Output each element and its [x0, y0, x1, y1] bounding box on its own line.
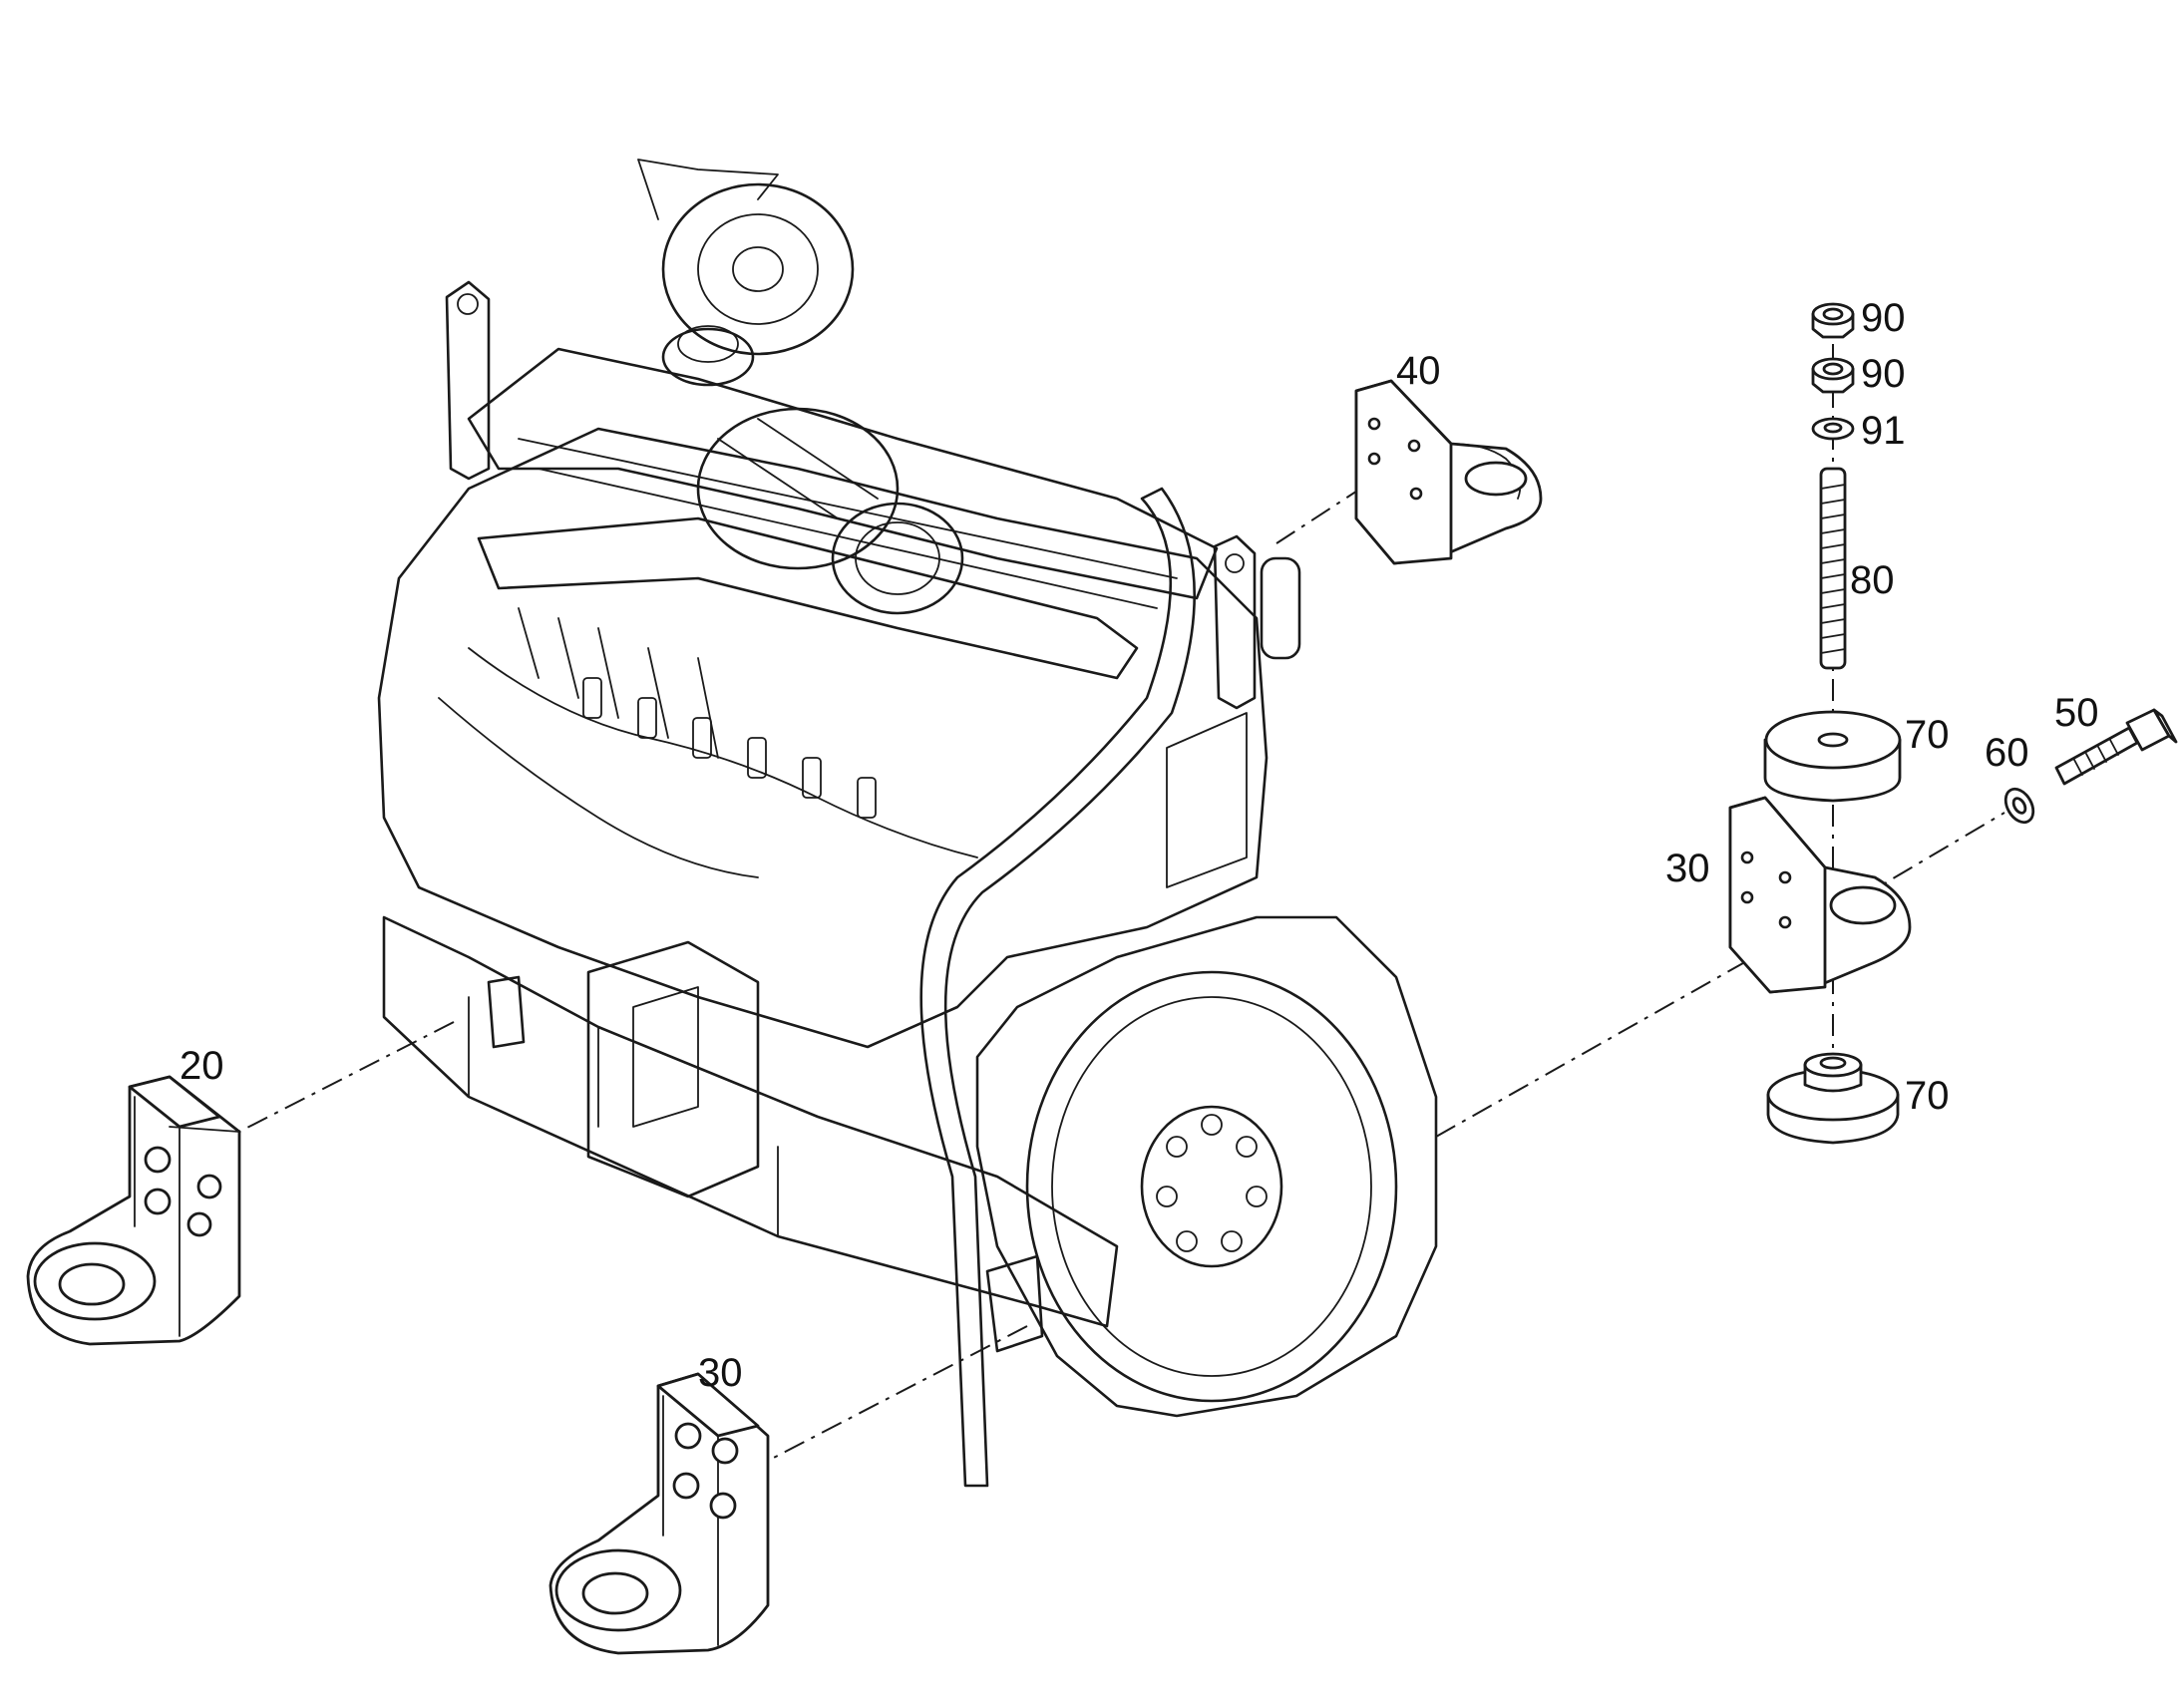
leader-20	[238, 1021, 455, 1133]
callout-50: 50	[2054, 691, 2099, 735]
callout-20: 20	[180, 1044, 224, 1088]
callout-labels: 20 30 30 40 50 60 70 70 80 90 90 91	[180, 296, 2099, 1395]
callout-30-bottom: 30	[698, 1351, 743, 1395]
washer-part-60	[2003, 787, 2035, 825]
bracket-part-20	[26, 1075, 241, 1346]
leader-30-right	[1435, 941, 1781, 1138]
callout-70-bottom: 70	[1905, 1074, 1950, 1118]
nut-part-90-top	[1811, 302, 1855, 339]
callout-91: 91	[1861, 409, 1906, 453]
rubber-mount-70-top	[1763, 710, 1902, 803]
callout-40: 40	[1396, 349, 1441, 393]
injectors	[582, 677, 877, 819]
callout-30-right: 30	[1665, 847, 1710, 890]
engine-assembly	[377, 159, 1301, 1488]
rubber-mount-70-bottom	[1766, 1052, 1900, 1145]
leader-30-bottom	[767, 1325, 1028, 1462]
bracket-part-30-right	[1728, 796, 1912, 994]
washer-part-91	[1811, 417, 1855, 441]
callout-90-top: 90	[1861, 296, 1906, 340]
callout-60: 60	[1985, 731, 2029, 775]
callout-90-second: 90	[1861, 352, 1906, 396]
flywheel-assembly	[487, 915, 1438, 1418]
callout-80: 80	[1850, 558, 1895, 602]
bolt-part-50	[2054, 708, 2178, 786]
callout-70-top: 70	[1905, 713, 1950, 757]
bracket-part-40	[1354, 379, 1543, 565]
flywheel-bolts	[1156, 1114, 1268, 1252]
nut-part-90-second	[1811, 357, 1855, 394]
threaded-stud-80	[1819, 467, 1847, 670]
bracket-part-30-bottom	[548, 1372, 770, 1655]
